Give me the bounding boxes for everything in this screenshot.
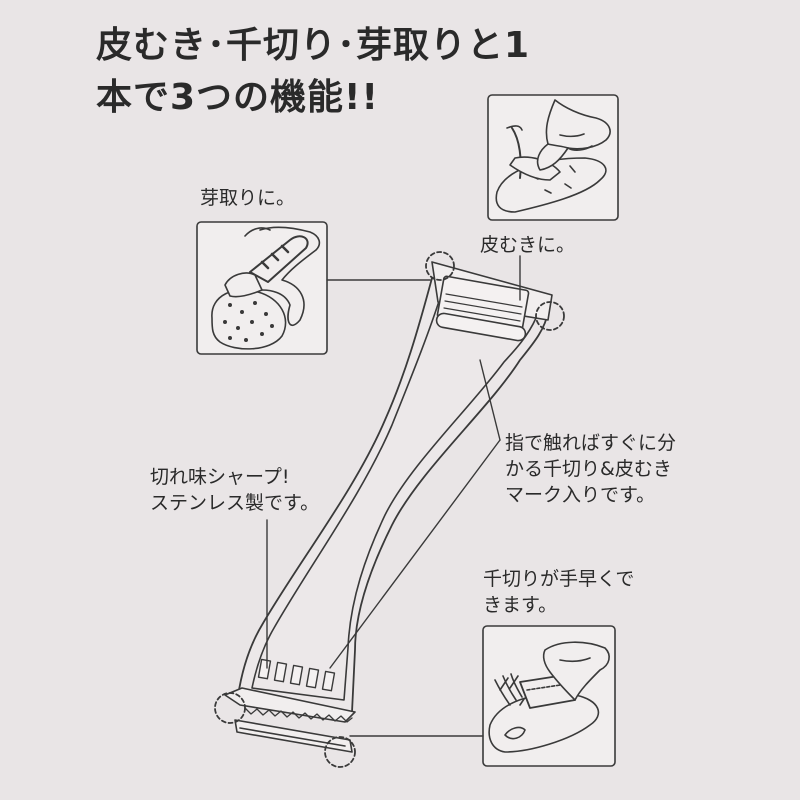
julienne-illustration-icon [482,625,616,767]
headline: 皮むき･千切り･芽取りと1 本で3つの機能!! [96,20,530,124]
tip-circle-top-left [425,251,455,281]
headline-line-1: 皮むき･千切り･芽取りと1 [96,25,531,66]
callout-mark: 指で触ればすぐに分 かる千切り&皮むき マーク入りです。 [505,430,676,508]
peeler-tool-icon [224,261,553,753]
tip-circle-top-right [535,301,565,331]
callout-blade: 切れ味シャープ! ステンレス製です。 [150,464,319,516]
tip-circle-bottom-right [324,736,356,768]
peel-illustration-icon [487,94,619,221]
callout-blade-line-1: 切れ味シャープ! [150,466,290,488]
leader-lines [266,255,521,737]
callout-mark-line-3: マーク入りです。 [505,484,656,506]
callout-mark-line-2: かる千切り&皮むき [505,458,672,480]
callout-julienne-line-1: 千切りが手早くで [483,568,635,590]
callout-blade-line-2: ステンレス製です。 [150,492,320,514]
callout-sprout: 芽取りに。 [200,187,296,209]
tip-circle-bottom-left [214,692,246,724]
tip-highlights [214,251,565,768]
sprout-illustration-icon [196,221,328,355]
callout-julienne: 千切りが手早くで きます。 [483,566,634,618]
callout-julienne-line-2: きます。 [483,594,558,616]
callout-mark-line-1: 指で触ればすぐに分 [505,432,677,454]
headline-line-2: 本で3つの機能!! [96,77,379,118]
callout-peel: 皮むきに。 [480,234,576,256]
